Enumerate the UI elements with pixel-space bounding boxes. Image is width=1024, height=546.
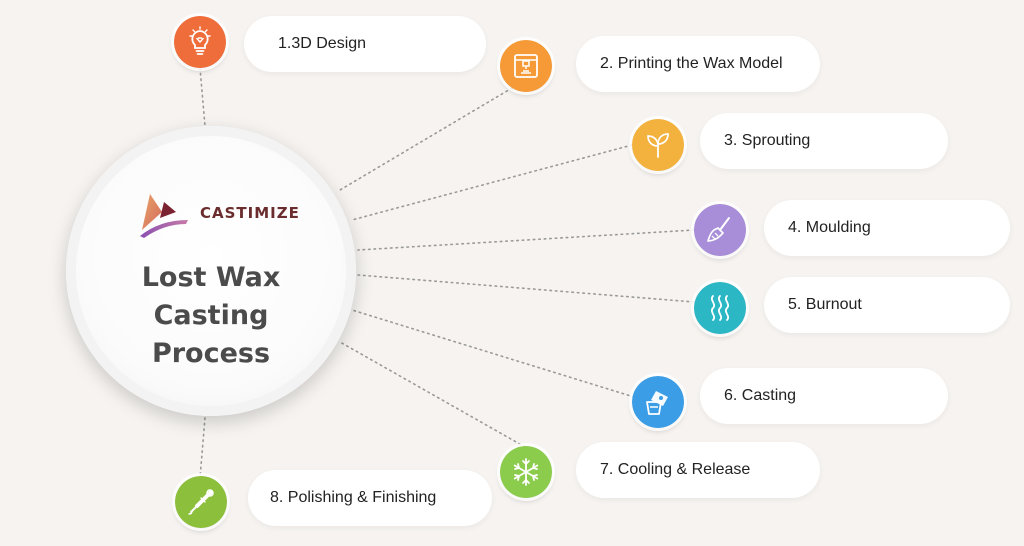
brush-hand-icon [707,217,730,242]
3d-printer-icon [514,54,538,78]
step-1-node [171,13,229,71]
step-6-card: 6. Casting [700,368,948,424]
step-5-node [691,279,749,337]
step-3-node [629,116,687,174]
step-2-node [497,37,555,95]
step-5-label: 5. Burnout [788,296,862,313]
connector-4 [357,229,695,251]
step-2-label: 2. Printing the Wax Model [600,55,783,72]
connector-7 [339,341,526,448]
hub-title-line: Casting [153,300,269,331]
connector-2 [339,87,513,191]
step-4-card: 4. Moulding [764,200,1010,256]
step-5-card: 5. Burnout [764,277,1010,333]
step-8-node [172,473,230,531]
step-1-label: 1.3D Design [278,35,367,52]
hub-title-line: Process [151,338,271,369]
sprout-icon [647,133,669,158]
step-7-card: 7. Cooling & Release [576,442,820,498]
step-2-card: 2. Printing the Wax Model [576,36,820,92]
hub-title-line: Lost Wax [141,262,281,293]
connector-3 [351,144,633,221]
heat-waves-icon [710,295,730,321]
central-hub: CASTIMIZE Lost Wax Casting Process [66,126,356,416]
connector-5 [357,274,695,303]
connector-6 [351,309,635,398]
step-8-label: 8. Polishing & Finishing [270,489,437,506]
snowflake-icon [513,458,539,486]
step-4-label: 4. Moulding [788,219,871,236]
step-7-label: 7. Cooling & Release [600,461,751,478]
step-4-node [691,201,749,259]
connector-8 [199,417,206,479]
polishing-tool-icon [188,489,214,515]
hub-title: Lost Wax Casting Process [66,259,356,373]
step-3-label: 3. Sprouting [724,132,811,149]
step-6-node [629,373,687,431]
castimize-logo-icon [140,194,188,238]
step-3-card: 3. Sprouting [700,113,948,169]
brand-name: CASTIMIZE [200,204,300,222]
step-8-card: 8. Polishing & Finishing [248,470,492,526]
connector-1 [199,67,206,127]
step-1-card: 1.3D Design [244,16,486,72]
crucible-icon [646,391,668,415]
step-6-label: 6. Casting [724,387,797,404]
step-7-node [497,443,555,501]
lightbulb-icon [189,26,211,55]
